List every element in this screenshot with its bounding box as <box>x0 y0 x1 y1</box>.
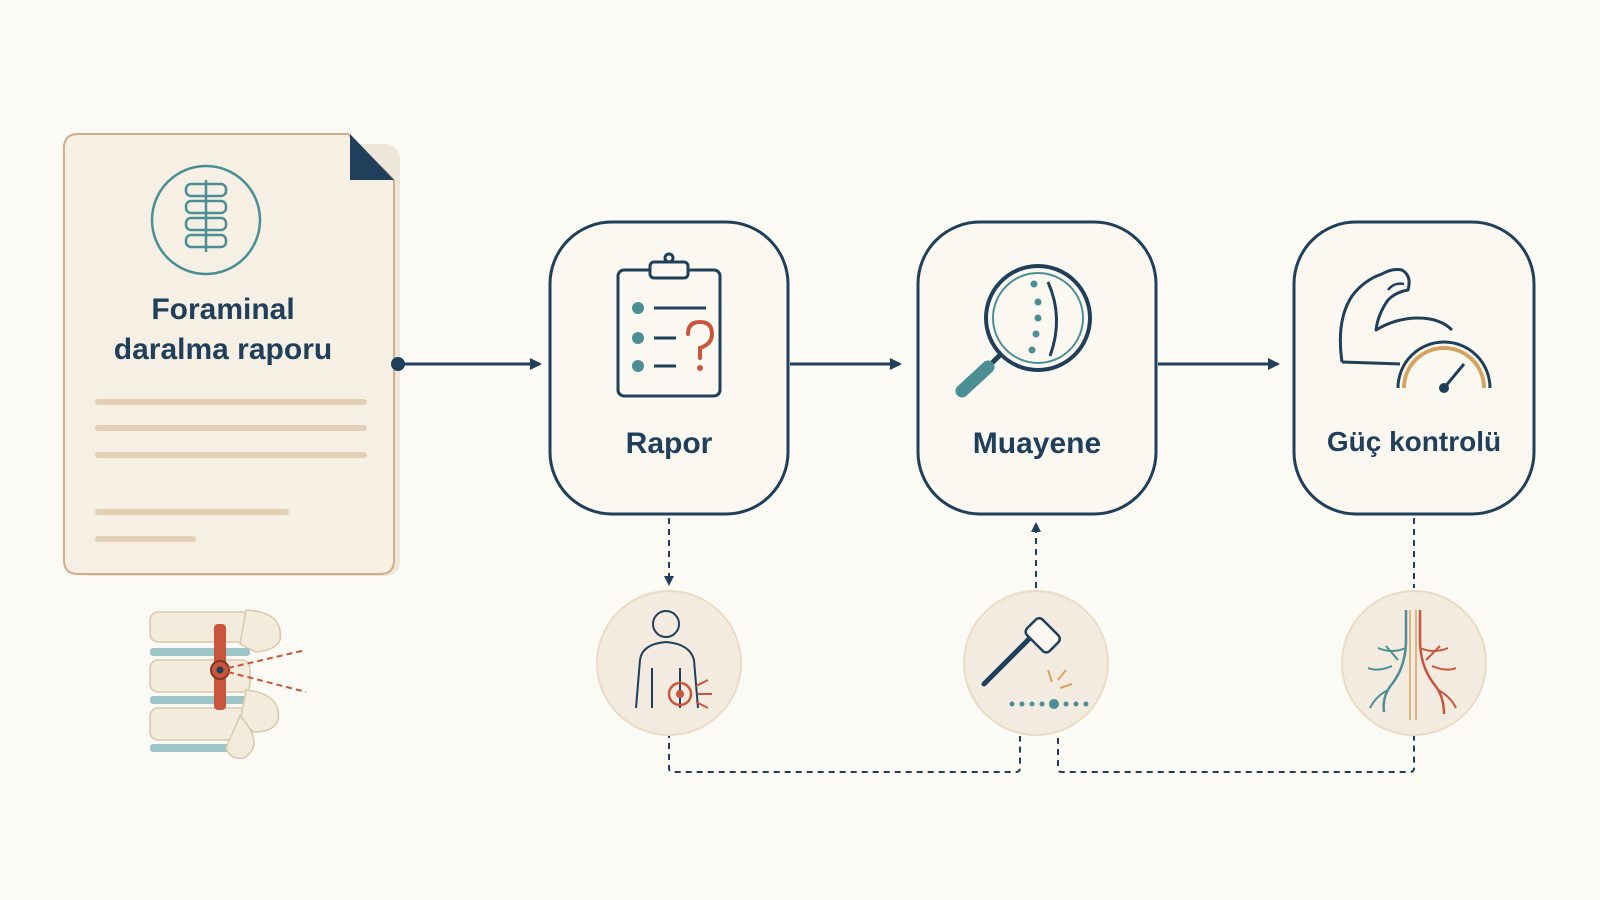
step-label-rapor: Rapor <box>625 427 713 460</box>
step-box-rapor <box>548 220 790 516</box>
step-label-guc-kontrolu: Güç kontrolü <box>1326 426 1502 457</box>
report-document <box>63 133 400 576</box>
document-title-line1: Foraminal <box>151 293 295 326</box>
spine-icon <box>150 164 262 276</box>
document-title: Foraminal daralma raporu <box>70 290 376 370</box>
clipboard-question-icon <box>616 252 722 398</box>
step-box-guc-kontrolu <box>1292 220 1536 516</box>
flow-arrows <box>391 357 1280 371</box>
spine-foraminal-stenosis-icon <box>149 609 307 760</box>
text-lines-placeholder <box>95 399 367 542</box>
body-pain-icon <box>596 590 742 736</box>
dashed-connectors <box>664 518 1415 773</box>
step-box-muayene <box>916 220 1158 516</box>
step-label-muayene: Muayene <box>972 427 1102 460</box>
muscle-gauge-icon <box>1338 268 1492 393</box>
document-title-line2: daralma raporu <box>113 333 333 366</box>
magnifier-spine-icon <box>955 264 1092 398</box>
nerve-branches-icon <box>1341 590 1487 736</box>
reflex-hammer-icon <box>963 590 1109 736</box>
